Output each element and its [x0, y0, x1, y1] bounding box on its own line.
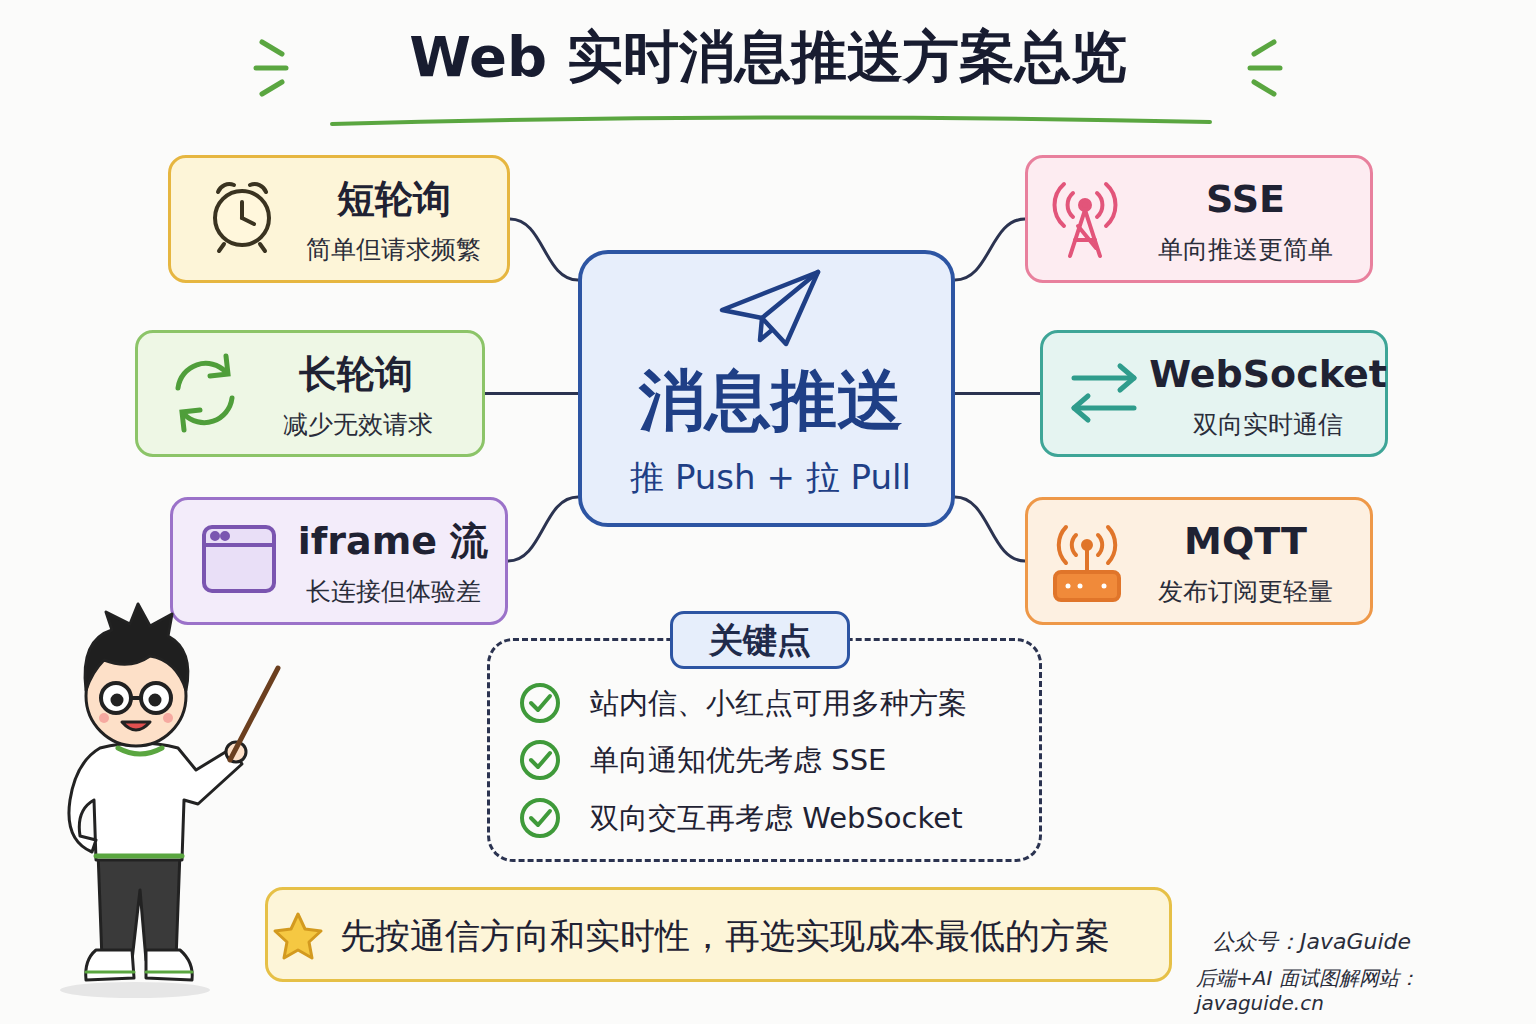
title-decoration — [332, 117, 1210, 124]
presenter-illustration — [86, 950, 134, 980]
node-text: 简单但请求频繁 — [281, 234, 506, 265]
presenter-illustration — [86, 646, 186, 746]
connector-line — [955, 219, 1025, 280]
presenter-illustration — [118, 748, 162, 754]
diagram-title: Web 实时消息推送方案总览 — [0, 22, 1536, 92]
option-box: SSE 单向推送更简单 — [1025, 155, 1373, 283]
check-icons — [522, 685, 558, 721]
node-text: 站内信、小红点可用多种方案 — [590, 685, 1035, 721]
presenter-illustration — [150, 695, 160, 705]
presenter-illustration — [146, 950, 192, 980]
node-heading: 短轮询 — [281, 176, 506, 224]
presenter-illustration — [112, 695, 122, 705]
node-heading: 先按通信方向和实时性，再选实现成本最低的方案 — [340, 915, 1165, 959]
presenter-illustration — [101, 683, 131, 713]
presenter-illustration — [99, 713, 109, 723]
presenter-illustration — [96, 854, 182, 859]
presenter-illustration — [226, 742, 246, 762]
summary-box: 先按通信方向和实时性，再选实现成本最低的方案 — [265, 887, 1172, 982]
presenter-illustration — [122, 722, 150, 730]
node-heading: MQTT — [1118, 518, 1373, 566]
option-box: iframe 流长连接但体验差 — [170, 497, 508, 625]
check-icons — [531, 753, 550, 767]
node-text: 长连接但体验差 — [278, 576, 508, 607]
connector-line — [955, 392, 1040, 395]
connector-line — [485, 392, 578, 395]
presenter-illustration — [131, 696, 141, 700]
node-heading: SSE — [1123, 176, 1368, 224]
watermark-text: 后端+AI 面试图解网站：javaguide.cn — [1196, 966, 1536, 1016]
node-heading: 消息推送 — [582, 360, 959, 443]
title-decoration — [262, 42, 282, 54]
title-decoration — [1254, 42, 1274, 54]
presenter-illustration — [60, 604, 278, 998]
check-icons — [522, 742, 558, 778]
node-heading: 长轮询 — [233, 351, 478, 399]
title-decoration — [262, 82, 282, 94]
watermark-text: 公众号：JavaGuide — [1212, 928, 1512, 956]
key-points-box: 关键点站内信、小红点可用多种方案单向通知优先考虑 SSE双向交互再考虑 WebS… — [487, 638, 1042, 862]
presenter-illustration — [69, 743, 242, 860]
presenter-illustration — [230, 668, 278, 760]
title-decoration — [256, 66, 286, 71]
check-icons — [531, 811, 550, 825]
presenter-illustration — [60, 982, 210, 998]
node-text: 发布订阅更轻量 — [1118, 576, 1373, 607]
connector-line — [510, 219, 578, 280]
check-icons — [522, 685, 558, 836]
check-icons — [531, 696, 550, 710]
connector-line — [955, 497, 1025, 561]
check-icons — [522, 800, 558, 836]
option-box: 短轮询简单但请求频繁 — [168, 155, 510, 283]
node-text: 推 Push + 拉 Pull — [582, 456, 959, 499]
node-heading: iframe 流 — [278, 518, 508, 566]
title-decoration — [1250, 66, 1280, 71]
presenter-illustration — [163, 713, 173, 723]
option-box: WebSocket 双向实时通信 — [1040, 330, 1388, 457]
connector-line — [508, 497, 578, 561]
center-box: 消息推送推 Push + 拉 Pull — [578, 250, 955, 527]
node-text: 双向交互再考虑 WebSocket — [590, 800, 1035, 836]
title-decoration — [1254, 82, 1274, 94]
presenter-illustration — [146, 971, 192, 974]
option-box: MQTT 发布订阅更轻量 — [1025, 497, 1373, 625]
node-text: 减少无效请求 — [233, 409, 483, 440]
node-text: 单向推送更简单 — [1123, 234, 1368, 265]
presenter-illustration — [141, 683, 171, 713]
section-heading: 关键点 — [670, 611, 850, 669]
node-text: 双向实时通信 — [1148, 409, 1388, 440]
node-text: 单向通知优先考虑 SSE — [590, 742, 1035, 778]
presenter-illustration — [86, 971, 134, 974]
option-box: 长轮询减少无效请求 — [135, 330, 485, 457]
node-heading: WebSocket — [1148, 351, 1388, 399]
presenter-illustration — [98, 852, 180, 960]
